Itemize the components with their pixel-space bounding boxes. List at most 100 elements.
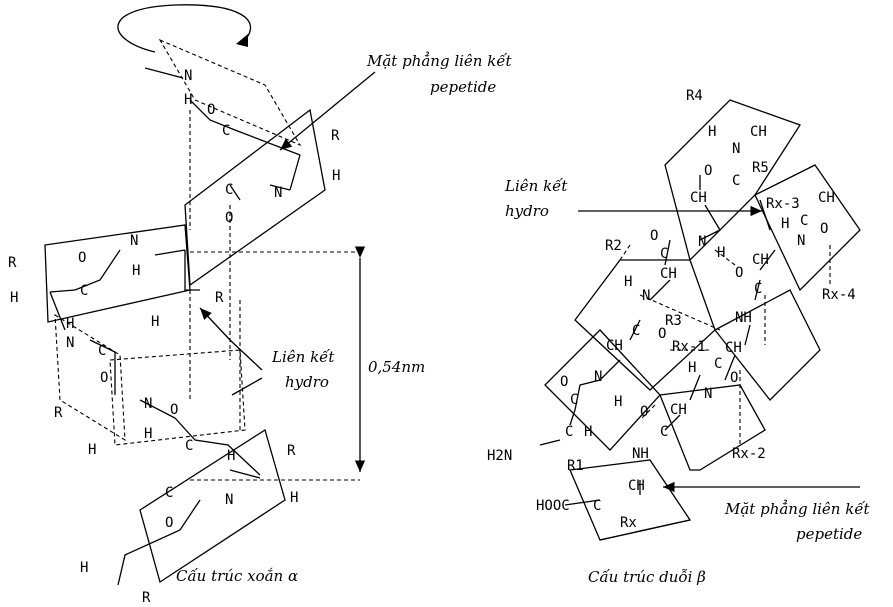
atom-label: O	[78, 250, 86, 266]
atom-label: H	[332, 168, 340, 184]
atom-label: H	[584, 424, 592, 440]
atom-label: CH	[752, 252, 769, 268]
atom-label: Rx	[620, 515, 637, 531]
atom-label: C	[80, 283, 88, 299]
atom-label: R5	[752, 160, 769, 176]
atom-label: N	[704, 386, 712, 402]
atom-label: O	[704, 163, 712, 179]
atom-label: H	[184, 92, 192, 108]
atom-label: O	[820, 221, 828, 237]
atom-label: O	[170, 402, 178, 418]
atom-label: C	[660, 246, 668, 262]
atom-label: H	[717, 245, 725, 261]
atom-label: C	[225, 182, 233, 198]
plane-label-left-2: pepetide	[430, 78, 496, 96]
beta-backbone	[539, 175, 776, 541]
atom-label: H	[80, 560, 88, 576]
atom-label: CH	[660, 266, 677, 282]
atom-label: NH	[735, 310, 752, 326]
atom-label: R2	[605, 238, 622, 254]
atom-label: C	[570, 392, 578, 408]
atom-label: C	[565, 424, 573, 440]
atom-label: R3	[665, 313, 682, 329]
plane-label-right-1: Mặt phẳng liên kết	[724, 500, 871, 518]
atom-label: H	[151, 314, 159, 330]
peptide-plane-6	[139, 428, 286, 584]
atom-label: C	[714, 356, 722, 372]
atom-label: C	[185, 438, 193, 454]
atom-label: H	[688, 360, 696, 376]
hbond-label-right-1: Liên kết	[504, 177, 568, 195]
atom-label: H	[132, 263, 140, 279]
atom-label: N	[797, 233, 805, 249]
beta-r-dashes	[619, 244, 831, 445]
peptide-plane-4	[54, 313, 126, 442]
atom-label: H	[66, 316, 74, 332]
atom-label: C	[222, 123, 230, 139]
beta-plane-1	[664, 99, 801, 262]
atom-label: C	[593, 498, 601, 514]
hbond-arrow-left-2	[231, 377, 263, 396]
atom-label: C	[98, 343, 106, 359]
atom-label: Rx-2	[732, 446, 766, 462]
atom-label: O	[165, 515, 173, 531]
atom-label: N	[66, 335, 74, 351]
alpha-atoms: N H O C R H C O N N H O C R H R H H N C …	[8, 68, 340, 606]
atom-label: N	[274, 185, 282, 201]
atom-label: CH	[690, 190, 707, 206]
atom-label: R	[8, 255, 17, 271]
atom-label: R	[54, 405, 63, 421]
atom-label: HOOC	[536, 498, 570, 514]
plane-label-left-1: Mặt phẳng liên kết	[366, 52, 513, 70]
atom-label: CH	[725, 340, 742, 356]
atom-label: O	[100, 370, 108, 386]
atom-label: R	[287, 443, 296, 459]
beta-hbond-dashes	[639, 249, 736, 421]
atom-label: O	[225, 210, 233, 226]
atom-label: O	[650, 228, 658, 244]
atom-label: C	[660, 424, 668, 440]
atom-label: R1	[567, 458, 584, 474]
atom-label: N	[642, 288, 650, 304]
atom-label: CH	[818, 190, 835, 206]
beta-plane-3	[574, 259, 716, 391]
rotation-arrowhead	[236, 34, 248, 47]
atom-label: O	[735, 265, 743, 281]
alpha-helix: 0,54nm Mặt phẳng liên kết pepetide Liên …	[8, 4, 513, 606]
atom-label: C	[632, 323, 640, 339]
atom-label: H	[10, 290, 18, 306]
peptide-plane-1	[158, 38, 302, 147]
distance-label: 0,54nm	[368, 358, 425, 376]
atom-label: N	[130, 233, 138, 249]
beta-plane-5	[544, 329, 661, 451]
atom-label: H	[781, 216, 789, 232]
atom-label: R	[331, 128, 340, 144]
atom-label: H	[614, 394, 622, 410]
atom-label: C	[165, 485, 173, 501]
atom-label: CH	[628, 478, 645, 494]
beta-sheet: Liên kết hydro Mặt phẳng liên kết pepeti…	[487, 88, 871, 586]
atom-label: R4	[686, 88, 703, 104]
atom-label: C	[800, 213, 808, 229]
atom-label: H	[227, 448, 235, 464]
atom-label: R	[142, 590, 151, 606]
atom-label: Rx-4	[822, 287, 856, 303]
hbond-label-right-2: hydro	[505, 202, 549, 220]
atom-label: CH	[750, 124, 767, 140]
hbond-label-left-2: hydro	[285, 373, 329, 391]
rotation-arrow	[117, 4, 252, 53]
atom-label: H	[708, 124, 716, 140]
atom-label: NH	[632, 446, 649, 462]
beta-atoms: R4 H CH N R5 O C CH Rx-3 CH H C O N O N …	[487, 88, 856, 531]
backbone	[49, 67, 301, 586]
atom-label: N	[732, 141, 740, 157]
atom-label: R	[215, 290, 224, 306]
atom-label: Rx-1	[672, 339, 706, 355]
helix-hbond-dashes	[189, 110, 360, 481]
beta-plane-6	[659, 384, 766, 471]
atom-label: CH	[606, 338, 623, 354]
atom-label: O	[207, 102, 215, 118]
atom-label: H2N	[487, 448, 512, 464]
peptide-plane-3	[44, 224, 191, 323]
